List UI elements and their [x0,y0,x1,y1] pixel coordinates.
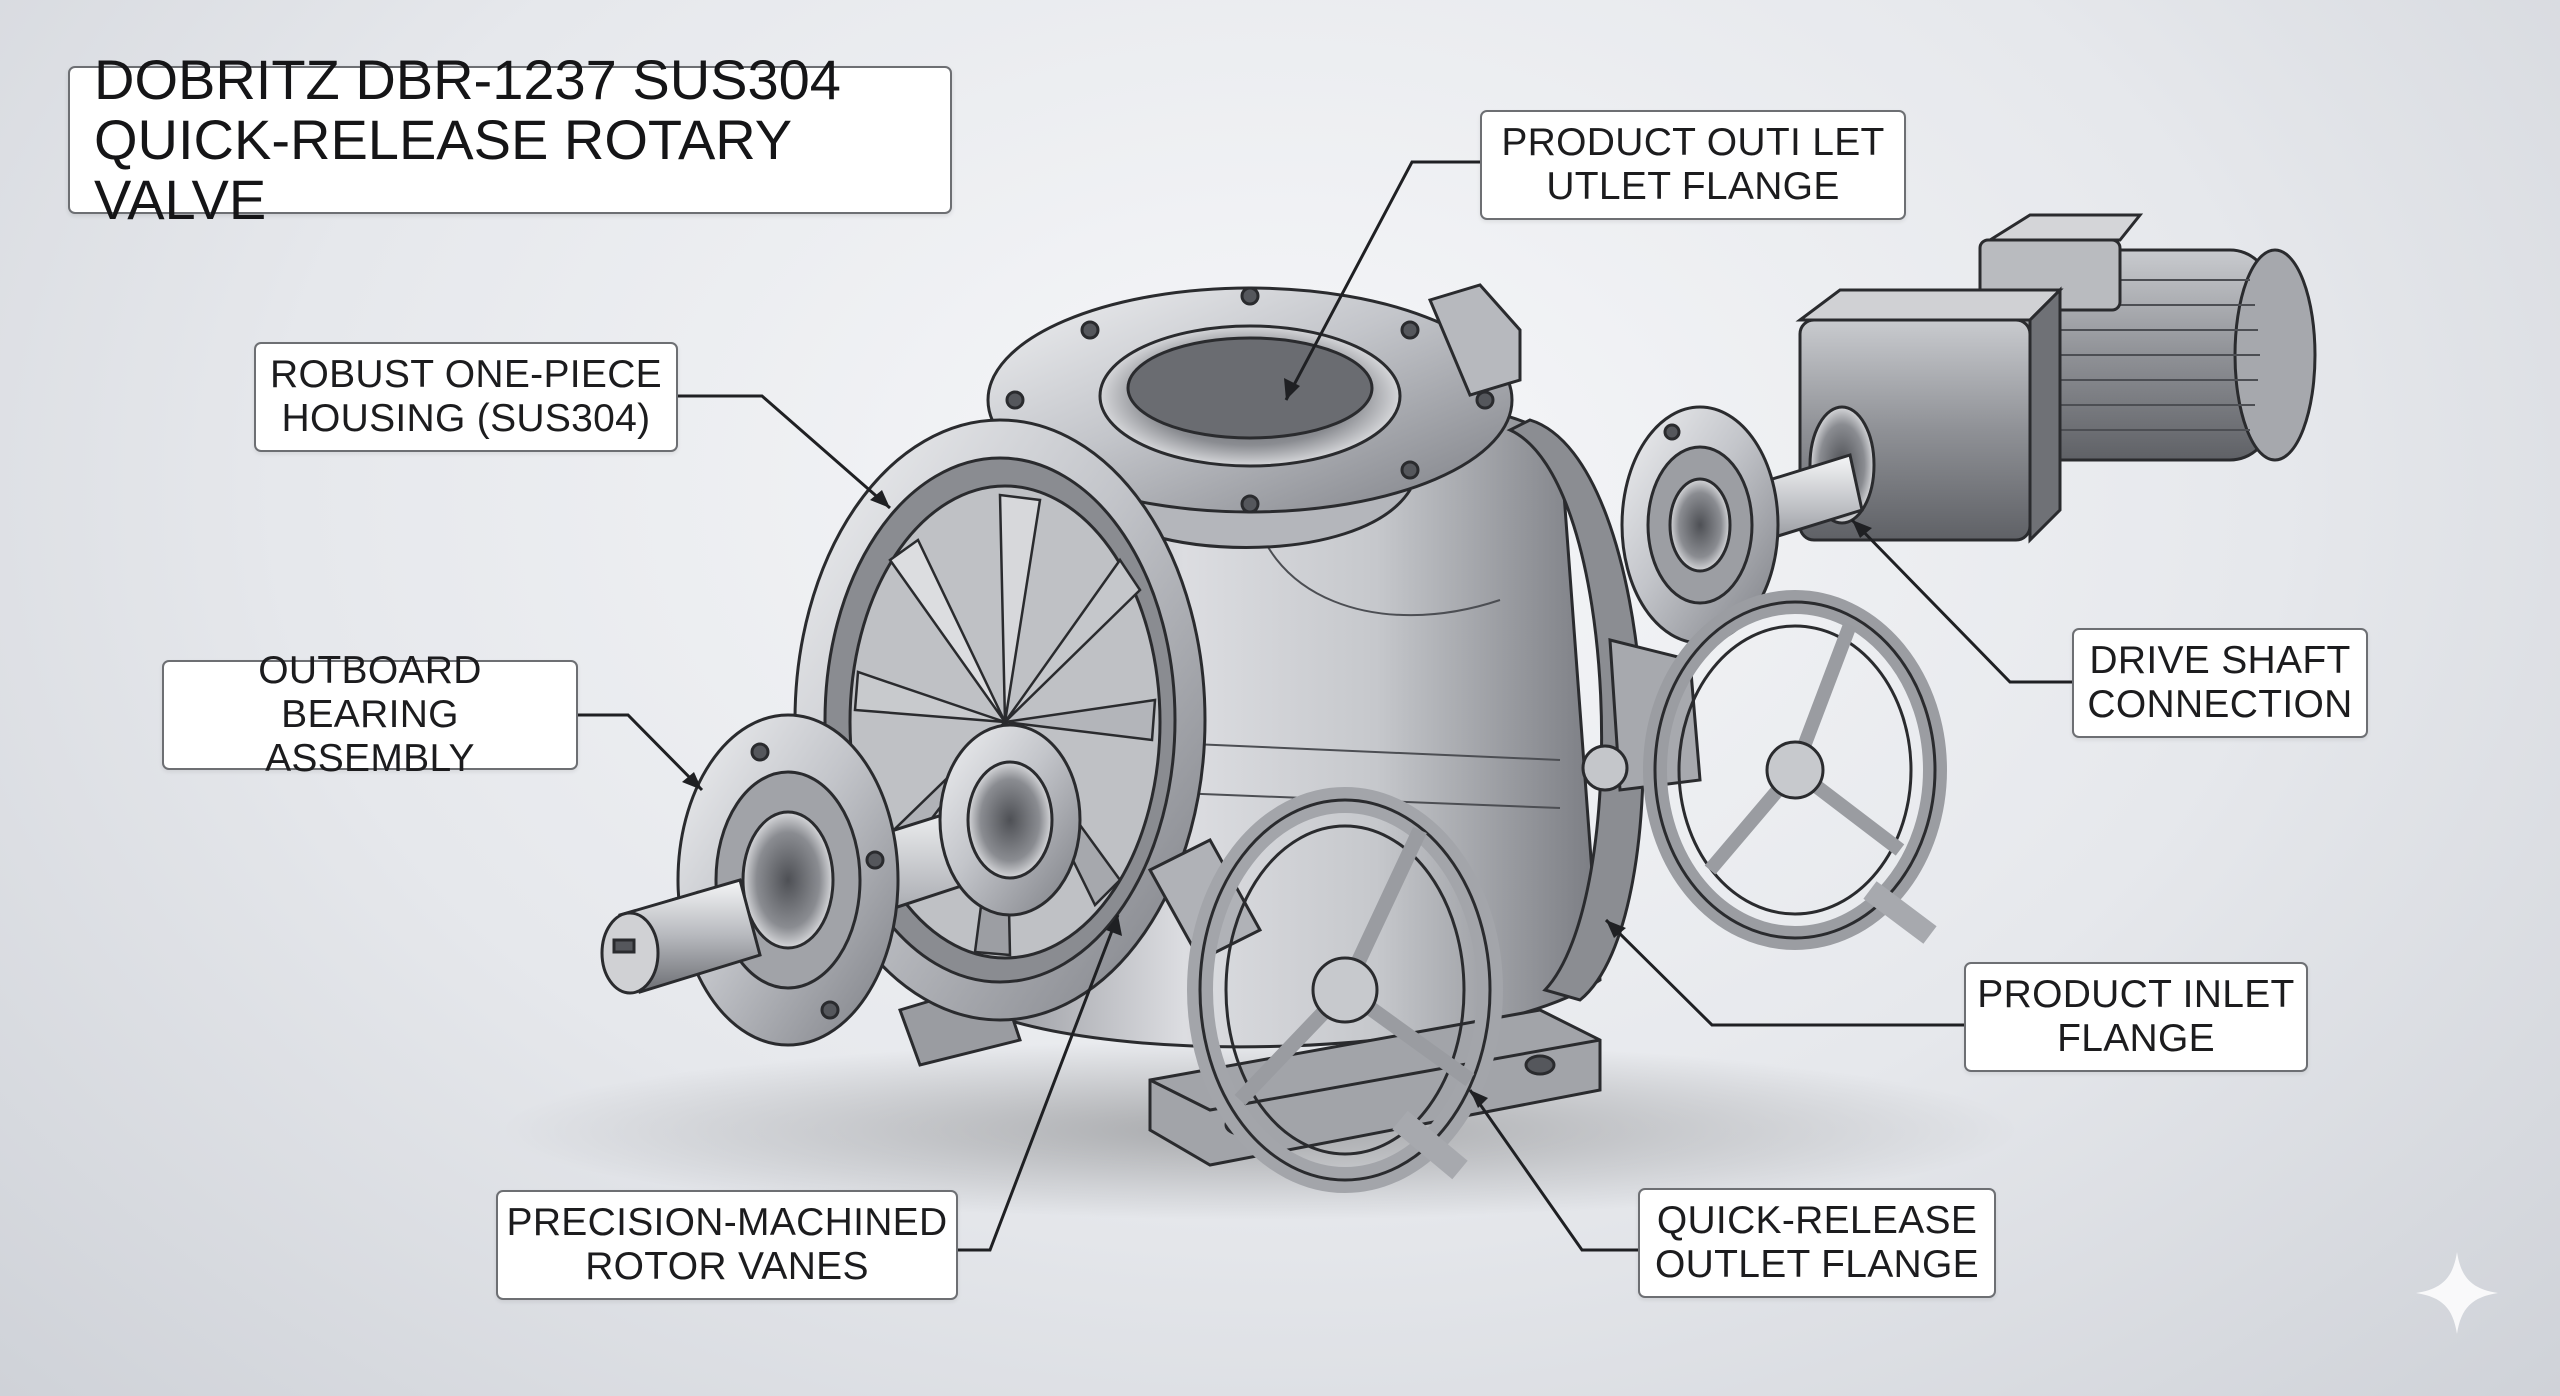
sparkle-icon [2416,1252,2498,1334]
callout-quick-release: QUICK-RELEASE OUTLET FLANGE [1638,1188,1996,1298]
callout-line: DRIVE SHAFT [2089,639,2351,682]
callout-line: CONNECTION [2087,683,2353,726]
callout-line: HOUSING (SUS304) [281,397,651,440]
callout-drive-shaft: DRIVE SHAFT CONNECTION [2072,628,2368,738]
title-line-1: DOBRITZ DBR-1237 SUS304 [94,48,841,111]
leader-lines [578,160,2072,1252]
outboard-bearing-flange [676,713,900,1047]
callout-line: PRODUCT INLET [1977,973,2295,1016]
callout-line: FLANGE [2057,1017,2215,1060]
handwheel-right [1643,590,1947,950]
outlet-flange [986,286,1514,549]
callout-line: OUTLET FLANGE [1655,1243,1979,1286]
diagram-title: DOBRITZ DBR-1237 SUS304 QUICK-RELEASE RO… [68,50,952,230]
callout-outboard-bearing: OUTBOARD BEARING ASSEMBLY [162,649,578,780]
callout-product-outlet: PRODUCT OUTI LET UTLET FLANGE [1480,110,1906,220]
drive-motor [1795,213,2317,544]
title-line-2: QUICK-RELEASE ROTARY VALVE [94,108,792,231]
leader-arrowheads [682,378,1872,1108]
callout-housing: ROBUST ONE-PIECE HOUSING (SUS304) [254,342,678,452]
shaft-end [600,878,762,995]
callout-line: OUTBOARD BEARING [258,649,482,736]
callout-product-inlet: PRODUCT INLET FLANGE [1964,962,2308,1072]
callout-rotor-vanes: PRECISION-MACHINED ROTOR VANES [496,1190,958,1300]
callout-line: UTLET FLANGE [1546,165,1840,208]
callout-line: QUICK-RELEASE [1656,1199,1978,1242]
handwheel-front [1187,787,1503,1193]
callout-line: PRODUCT OUTI LET [1501,121,1885,164]
callout-line: ASSEMBLY [265,737,475,780]
callout-line: ROBUST ONE-PIECE [270,353,662,396]
callout-line: PRECISION-MACHINED [506,1201,948,1244]
callout-line: ROTOR VANES [585,1245,869,1288]
drive-bearing-flange [1620,405,1780,645]
